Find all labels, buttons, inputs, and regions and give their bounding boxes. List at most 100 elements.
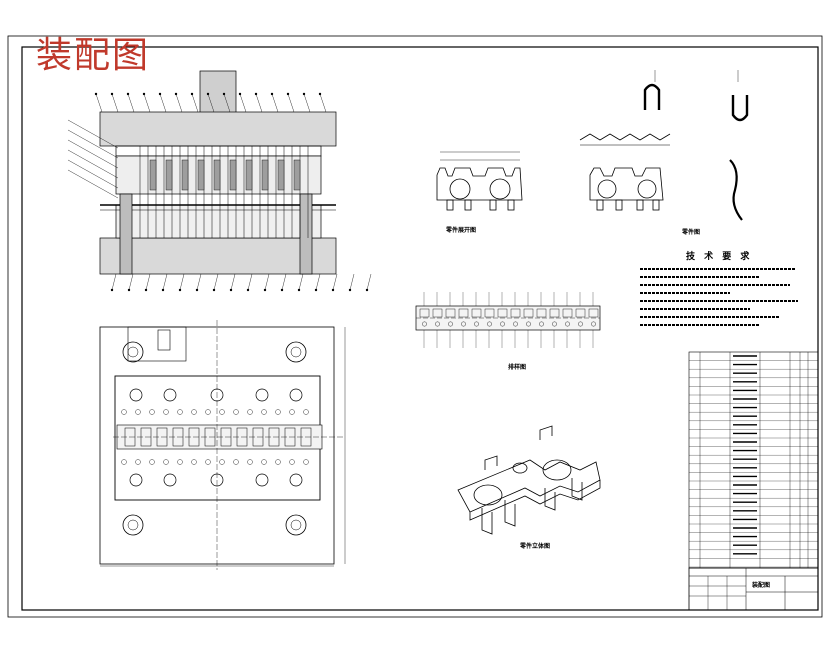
screw-hole	[210, 388, 224, 402]
title-block-name: 装配图	[752, 582, 771, 589]
lower-die-plan-view	[99, 320, 346, 570]
pilot-hole	[247, 409, 253, 415]
punch-pin	[277, 159, 285, 191]
leader-dot-bottom	[144, 288, 148, 292]
leader-line-top	[207, 93, 215, 113]
guide-hole-inner	[290, 519, 302, 531]
leader-line-bottom	[128, 273, 134, 291]
strip-station	[575, 308, 586, 318]
punch-pin	[245, 159, 253, 191]
strip-hole	[487, 321, 492, 327]
pilot-hole	[233, 459, 239, 465]
strip-punch-opening	[284, 427, 296, 447]
pilot-hole	[149, 459, 155, 465]
screw-hole	[129, 473, 143, 487]
leader-dot-bottom	[297, 288, 301, 292]
leader-line-top	[287, 93, 295, 113]
leader-line-bottom	[179, 273, 185, 291]
pilot-hole	[233, 409, 239, 415]
leader-line-bottom	[111, 273, 117, 291]
strip-punch-opening	[124, 427, 136, 447]
leader-line-top	[319, 93, 327, 113]
leader-line-top	[255, 93, 263, 113]
strip-hole	[539, 321, 544, 327]
leader-dot-top	[206, 92, 210, 96]
leader-line-bottom	[162, 273, 168, 291]
strip-station	[419, 308, 430, 318]
pilot-hole	[163, 409, 169, 415]
leader-line-bottom	[264, 273, 270, 291]
leader-dot-bottom	[314, 288, 318, 292]
strip-punch-opening	[220, 427, 232, 447]
screw-hole	[255, 473, 269, 487]
strip-layout-cells	[419, 292, 599, 348]
leader-dot-bottom	[365, 288, 369, 292]
punch-pin	[197, 159, 205, 191]
leader-dot-top	[110, 92, 114, 96]
leader-line-bottom	[332, 273, 338, 291]
punch-pin	[181, 159, 189, 191]
pilot-hole	[177, 459, 183, 465]
leader-line-left	[67, 119, 119, 149]
strip-punch-opening	[172, 427, 184, 447]
pilot-hole	[261, 409, 267, 415]
punch-pin	[261, 159, 269, 191]
strip-punch-opening	[268, 427, 280, 447]
caption-part-drawing: 零件图	[682, 229, 701, 236]
pilot-hole	[121, 409, 127, 415]
leader-line-top	[191, 93, 199, 113]
pilot-hole	[135, 459, 141, 465]
outer-frame	[7, 35, 823, 618]
leader-line-top	[159, 93, 167, 113]
parts-list-table	[688, 351, 819, 569]
pilot-hole	[205, 459, 211, 465]
strip-hole	[565, 321, 570, 327]
plan-view-holes	[121, 341, 312, 536]
caption-part-development: 零件展开图	[446, 227, 477, 234]
leader-line-top	[95, 93, 103, 113]
caption-part-3d: 零件立体图	[520, 543, 551, 550]
leader-dot-bottom	[246, 288, 250, 292]
leader-dot-top	[318, 92, 322, 96]
part-3d-view	[457, 425, 601, 535]
punch-pin	[149, 159, 157, 191]
leader-dot-top	[302, 92, 306, 96]
leader-dot-bottom	[331, 288, 335, 292]
leader-line-bottom	[196, 273, 202, 291]
strip-hole	[526, 321, 531, 327]
leader-dot-bottom	[110, 288, 114, 292]
guide-hole-inner	[127, 346, 139, 358]
pilot-hole	[219, 409, 225, 415]
strip-hole	[578, 321, 583, 327]
leader-line-left	[67, 169, 119, 199]
pilot-hole	[191, 409, 197, 415]
strip-hole	[422, 321, 427, 327]
screw-hole	[163, 473, 177, 487]
strip-hole	[448, 321, 453, 327]
leader-line-left	[67, 149, 119, 179]
leader-line-top	[303, 93, 311, 113]
leader-line-top	[239, 93, 247, 113]
pilot-hole	[205, 409, 211, 415]
strip-hole	[552, 321, 557, 327]
strip-punch-opening	[252, 427, 264, 447]
part-drawing-view	[579, 70, 749, 221]
leader-line-top	[175, 93, 183, 113]
pilot-hole	[219, 459, 225, 465]
leader-line-left	[67, 129, 119, 159]
leader-dot-top	[222, 92, 226, 96]
title-block	[688, 567, 819, 611]
pilot-hole	[289, 409, 295, 415]
strip-hole	[500, 321, 505, 327]
guide-hole	[285, 341, 307, 363]
screw-hole	[255, 388, 269, 402]
assembly-punches	[139, 146, 309, 238]
strip-hole	[461, 321, 466, 327]
pilot-hole	[303, 459, 309, 465]
leader-dot-bottom	[212, 288, 216, 292]
pilot-hole	[275, 409, 281, 415]
leader-dot-top	[94, 92, 98, 96]
screw-hole	[289, 388, 303, 402]
leader-dot-bottom	[161, 288, 165, 292]
